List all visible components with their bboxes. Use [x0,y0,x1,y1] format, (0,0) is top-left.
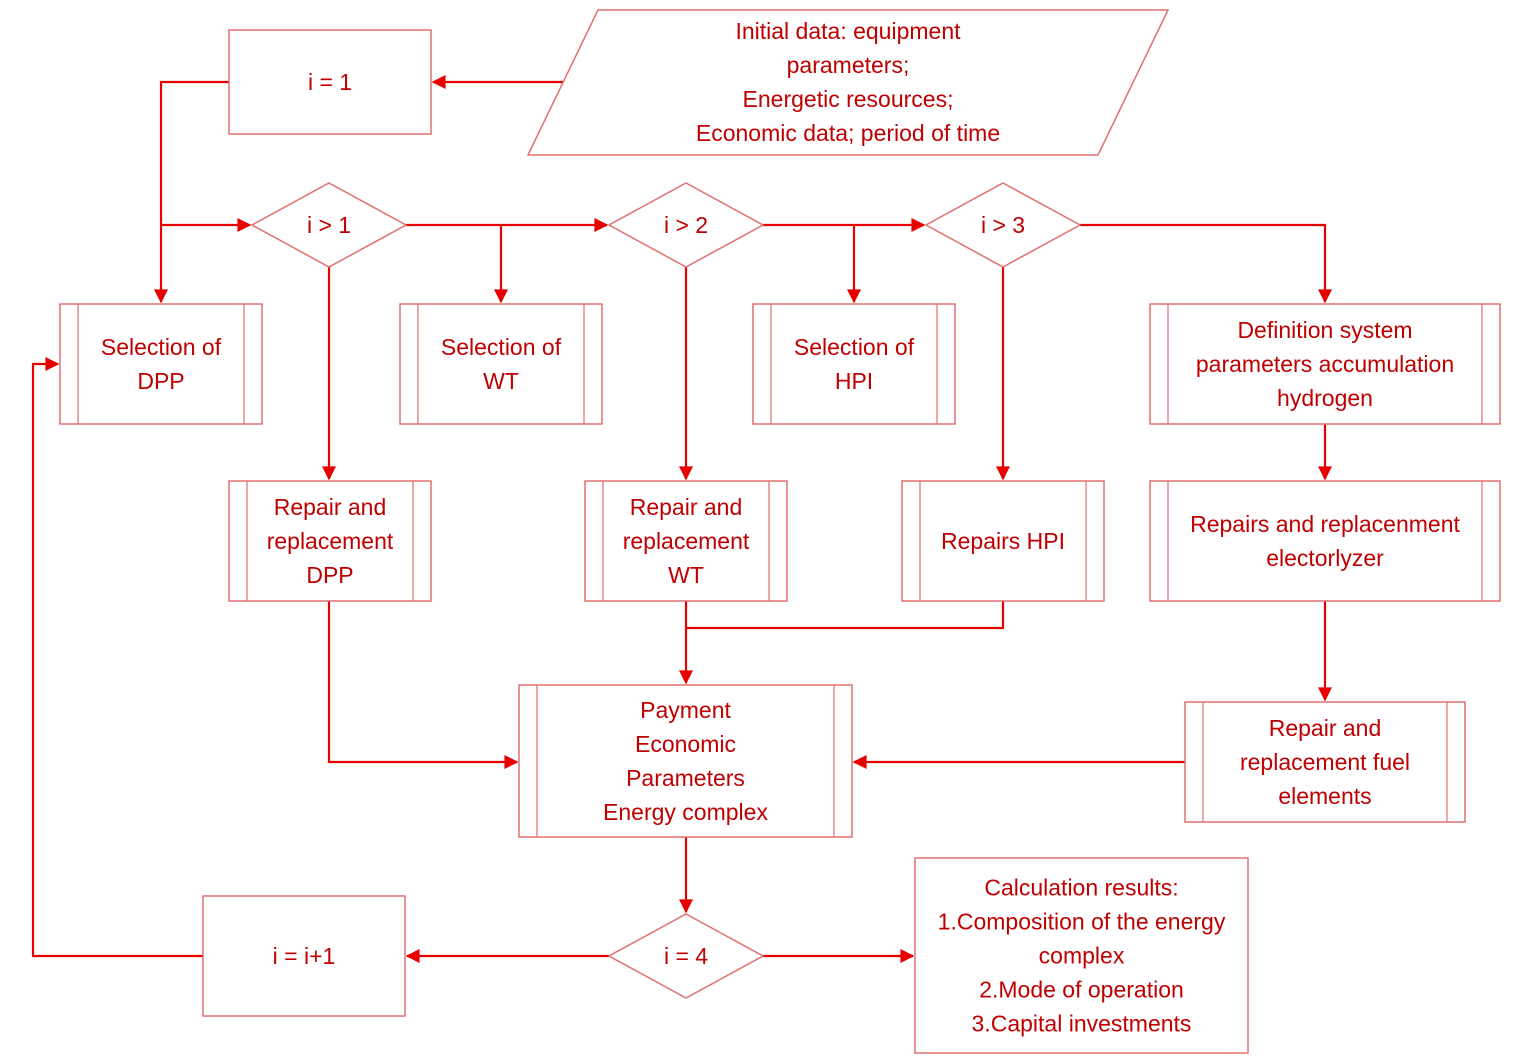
edge-d3-to-defh [1080,223,1332,304]
node-label-line: hydrogen [1277,385,1373,411]
node-label-line: electorlyzer [1266,545,1384,571]
node-label-line: Selection of [794,334,915,360]
node-label-line: replacement [267,528,394,554]
node-box [228,480,432,602]
node-d3: i > 3 [924,182,1082,268]
node-def-h: Definition system parameters accumulation… [1149,303,1501,425]
node-box [1149,303,1501,425]
edge-inc-loop-to-sdpp [31,357,203,958]
node-label-line: 3.Capital investments [972,1011,1192,1037]
node-label-line: Definition system [1237,317,1412,343]
node-label-line: Initial data: equipment [735,18,961,44]
node-box [584,480,788,602]
node-box [752,303,956,425]
node-box [914,857,1249,1054]
node-label-line: 1.Composition of the energy [938,909,1226,935]
edge-rdpp-to-pay [327,601,519,769]
node-s-dpp: Selection of DPP [59,303,263,425]
node-s-hpi: Selection of HPI [752,303,956,425]
node-box [1184,701,1466,823]
decision-diamond [607,913,765,999]
node-label-line: parameters accumulation [1196,351,1454,377]
node-box [901,480,1105,602]
node-box [1149,480,1501,602]
node-label-line: DPP [306,562,353,588]
node-box [399,303,603,425]
node-label-line: WT [483,368,519,394]
node-d2: i > 2 [607,182,765,268]
node-label-line: 2.Mode of operation [979,977,1184,1003]
edge-init-to-sdpp [154,80,229,304]
node-label-line: i = 1 [308,69,352,95]
input-parallelogram [526,9,1170,156]
node-input: Initial data: equipment parameters; Energe… [526,9,1170,156]
node-label-line: elements [1278,783,1371,809]
node-label-line: Payment [640,697,731,723]
node-box [202,895,406,1017]
node-label-line: HPI [835,368,873,394]
node-s-wt: Selection of WT [399,303,603,425]
node-label-line: Calculation results: [984,875,1178,901]
node-inc: i = i+1 [202,895,406,1017]
node-label-line: Repair and [274,494,387,520]
node-label-line: DPP [137,368,184,394]
node-label-line: i > 2 [664,212,708,238]
decision-diamond [924,182,1082,268]
node-label-line: Economic data; period of time [696,120,1000,146]
node-r-el: Repairs and replacenment electorlyzer [1149,480,1501,602]
node-label-line: Repair and [1269,715,1382,741]
node-label-line: i = 4 [664,943,708,969]
node-label-line: replacement fuel [1240,749,1410,775]
node-box [59,303,263,425]
node-label-line: i > 1 [307,212,351,238]
node-d4: i = 4 [607,913,765,999]
node-d1: i > 1 [250,182,408,268]
node-box [228,29,432,135]
node-label-line: replacement [623,528,750,554]
node-label-line: Energy complex [603,799,768,825]
node-init: i = 1 [228,29,432,135]
edge-rhpi-merge [686,601,1005,630]
decision-diamond [250,182,408,268]
node-label-line: Repairs and replacenment [1190,511,1460,537]
decision-diamond [607,182,765,268]
node-r-hpi: Repairs HPI [901,480,1105,602]
node-res: Calculation results: 1.Composition of the… [914,857,1249,1054]
node-label-line: complex [1039,943,1125,969]
node-box [518,684,853,838]
node-label-line: Parameters [626,765,745,791]
node-label-line: Repair and [630,494,743,520]
node-layer: Initial data: equipment parameters; Energe… [59,9,1501,1054]
node-label-line: parameters; [787,52,910,78]
node-label-line: WT [668,562,704,588]
node-label-line: Repairs HPI [941,528,1065,554]
node-label-line: Economic [635,731,736,757]
node-label-line: i > 3 [981,212,1025,238]
connector-layer [31,75,1332,963]
node-label-line: Selection of [101,334,222,360]
node-label-line: Selection of [441,334,562,360]
node-label-line: i = i+1 [273,943,336,969]
node-r-fuel: Repair and replacement fuel elements [1184,701,1466,823]
node-label-line: Energetic resources; [743,86,954,112]
